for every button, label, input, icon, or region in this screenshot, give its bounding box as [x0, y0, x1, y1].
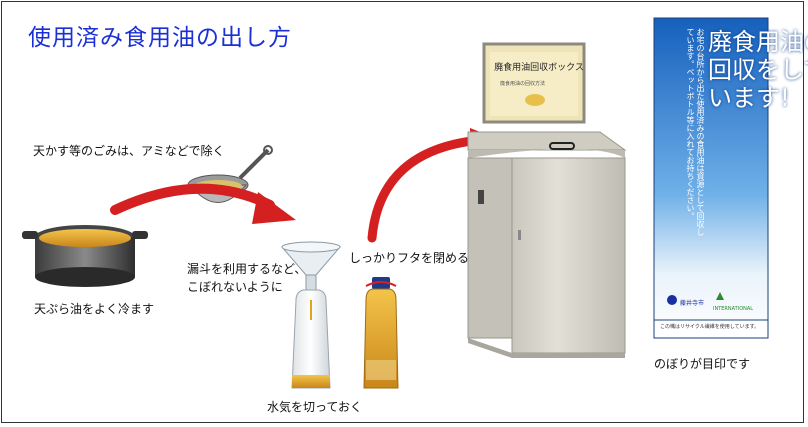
banner-mark-label: のぼりが目印です — [654, 357, 751, 371]
banner-headline-line2: 回収をして — [708, 56, 808, 84]
banner-subtext: お宅の台所から出た使用済みの食用油は資源として回収しています。ペットボトル等に入… — [686, 28, 705, 236]
funnel-label-line1: 漏斗を利用するなど、 — [187, 262, 307, 276]
page-title: 使用済み食用油の出し方 — [28, 25, 292, 51]
arrow-to-box — [367, 135, 485, 243]
banner-city: 藤井寺市 — [680, 300, 705, 307]
drain-water-label: 水気を切っておく — [267, 400, 363, 414]
funnel-bottle — [280, 241, 342, 389]
funnel-label-line2: こぼれないように — [187, 280, 283, 294]
close-lid-label: しっかりフタを閉める — [349, 251, 470, 265]
banner-note: この幟はリサイクル繊維を使用しています。 — [660, 324, 760, 330]
banner-headline-line1: 廃食用油の — [708, 28, 808, 56]
oil-bottle — [363, 277, 399, 389]
arrow-to-funnel — [110, 183, 275, 215]
rotate-lid-icon — [365, 281, 397, 287]
remove-scraps-label: 天かす等のごみは、アミなどで除く — [33, 144, 225, 158]
cool-oil-label: 天ぷら油をよく冷ます — [34, 302, 155, 316]
recycling-banner — [653, 17, 769, 339]
box-sign-subtitle: 廃食用油の回収方法 — [500, 81, 546, 87]
collection-box — [467, 42, 627, 358]
box-sign-title: 廃食用油回収ボックス — [494, 63, 584, 73]
arrow-head-funnel — [252, 192, 296, 224]
banner-headline: 廃食用油の 回収をして います! — [708, 28, 808, 112]
fry-pot — [22, 225, 148, 287]
banner-intl: INTERNATIONAL — [713, 306, 754, 312]
banner-headline-line3: います! — [708, 84, 790, 112]
